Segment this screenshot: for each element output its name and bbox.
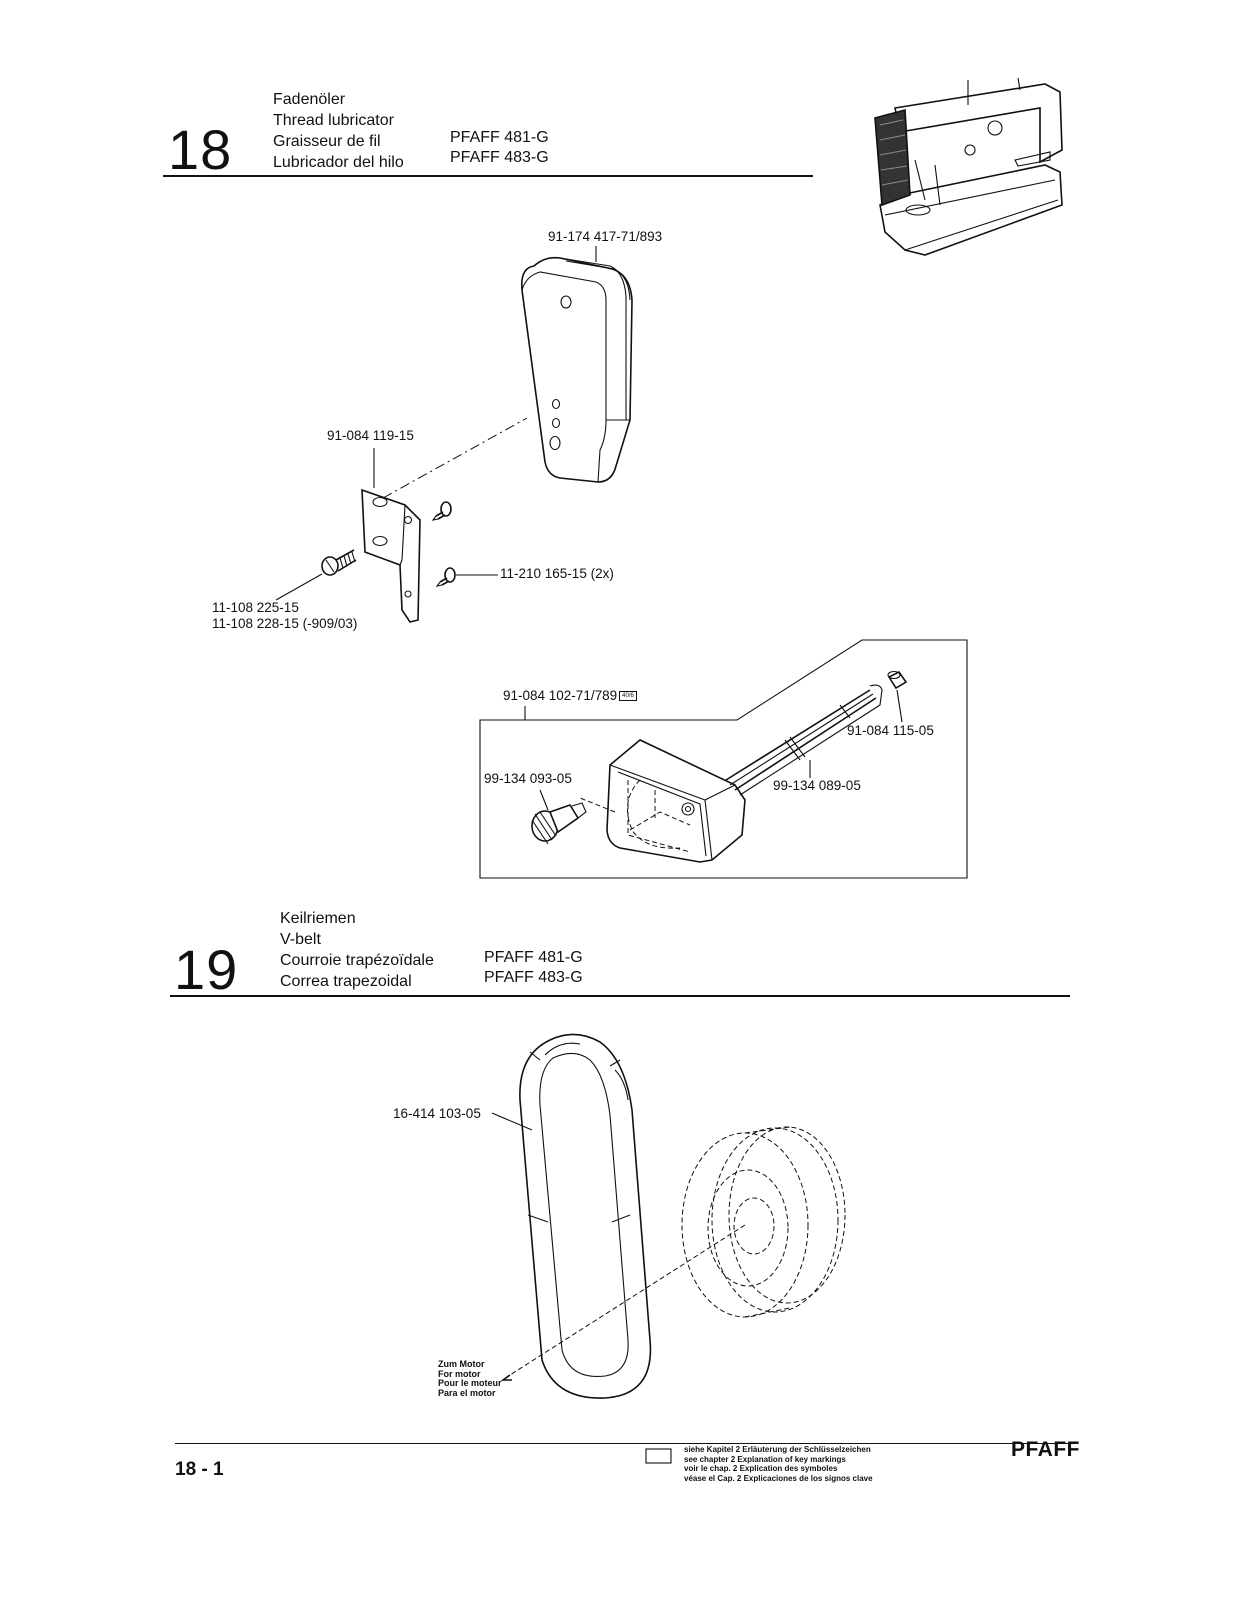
label-knob: 99-134 093-05: [484, 771, 572, 786]
section-18-models: PFAFF 481-G PFAFF 483-G: [450, 128, 549, 168]
key-note-en: see chapter 2 Explanation of key marking…: [684, 1454, 846, 1464]
label-large-screw-2: 11-108 228-15 (-909/03): [212, 616, 358, 631]
section-18-model-481: PFAFF 481-G: [450, 129, 549, 146]
small-screw-bottom-drawing: [435, 567, 456, 587]
cap-drawing: [887, 670, 908, 690]
motor-note-en: For motor: [438, 1368, 481, 1379]
section-18-title-en: Thread lubricator: [273, 112, 394, 129]
section-19-models: PFAFF 481-G PFAFF 483-G: [484, 948, 583, 988]
footer-key-note: siehe Kapitel 2 Erläuterung der Schlüsse…: [684, 1445, 873, 1483]
section-18-model-483: PFAFF 483-G: [450, 149, 549, 166]
small-screw-top-drawing: [431, 501, 452, 521]
cover-plate-drawing: [520, 256, 633, 483]
section-19-model-483: PFAFF 483-G: [484, 969, 583, 986]
pfaff-logo: PFAFF: [1011, 1438, 1080, 1461]
section-19-title-de: Keilriemen: [280, 910, 356, 927]
section-18-title-de: Fadenöler: [273, 91, 346, 108]
label-cover: 91-174 417-71/893: [548, 229, 663, 244]
label-cap: 91-084 115-05: [847, 723, 934, 738]
bracket-drawing: [361, 488, 421, 623]
key-note-fr: voir le chap. 2 Explication des symboles: [684, 1464, 838, 1473]
key-marking-box: [645, 1448, 672, 1464]
leader-cap: [896, 689, 903, 723]
large-screw-drawing: [321, 549, 357, 576]
lubricator-unit-frame: [479, 639, 968, 879]
label-small-screw: 11-210 165-15 (2x): [500, 566, 614, 581]
label-bracket: 91-084 119-15: [327, 428, 414, 443]
v-belt-drawing: [519, 1033, 652, 1399]
motor-direction-arrow: [500, 1374, 512, 1381]
section-19-number: 19: [174, 938, 239, 1001]
section-19-model-481: PFAFF 481-G: [484, 949, 583, 966]
leader-large-screw: [275, 573, 323, 601]
section-19-title-es: Correa trapezoidal: [280, 973, 412, 990]
sewing-machine-thumbnail: [874, 77, 1063, 256]
motor-note-fr: Pour le moteur: [438, 1378, 502, 1388]
leader-belt: [491, 1112, 533, 1131]
section-19-rule: [170, 995, 1070, 997]
key-note-es: véase el Cap. 2 Explicaciones de los sig…: [684, 1473, 873, 1483]
knob-drawing: [531, 802, 587, 845]
section-19-title-en: V-belt: [280, 931, 321, 948]
footer-rule: [175, 1443, 1077, 1444]
motor-direction-line: [509, 1224, 746, 1376]
section-18-title: Fadenöler Thread lubricator Graisseur de…: [273, 89, 404, 173]
lubricator-reservoir-drawing: [579, 739, 746, 863]
key-note-de: siehe Kapitel 2 Erläuterung der Schlüsse…: [684, 1445, 871, 1454]
section-18-title-fr: Graisseur de fil: [273, 133, 381, 150]
label-large-screw-1: 11-108 225-15: [212, 600, 299, 615]
section-18-number: 18: [168, 118, 233, 181]
section-18-title-es: Lubricador del hilo: [273, 154, 404, 171]
pulley-drawing: [681, 1126, 846, 1318]
lubricator-wick-drawing: [725, 684, 883, 796]
section-19-title-fr: Courroie trapézoïdale: [280, 952, 434, 969]
label-lubricator-unit-text: 91-084 102-71/789: [503, 688, 618, 703]
label-belt: 16-414 103-05: [393, 1106, 481, 1121]
label-motor-note: Zum Motor For motor Pour le moteur Para …: [438, 1359, 502, 1398]
leader-knob: [539, 789, 549, 811]
label-wick: 99-134 089-05: [773, 778, 861, 793]
motor-note-es: Para el motor: [438, 1387, 496, 1398]
section-19-title: Keilriemen V-belt Courroie trapézoïdale …: [280, 908, 434, 992]
motor-note-de: Zum Motor: [438, 1359, 485, 1369]
key-badge: 40/6: [619, 691, 637, 702]
page-number: 18 - 1: [175, 1459, 224, 1480]
assembly-line-bracket: [382, 417, 528, 499]
section-18-rule: [163, 175, 813, 177]
